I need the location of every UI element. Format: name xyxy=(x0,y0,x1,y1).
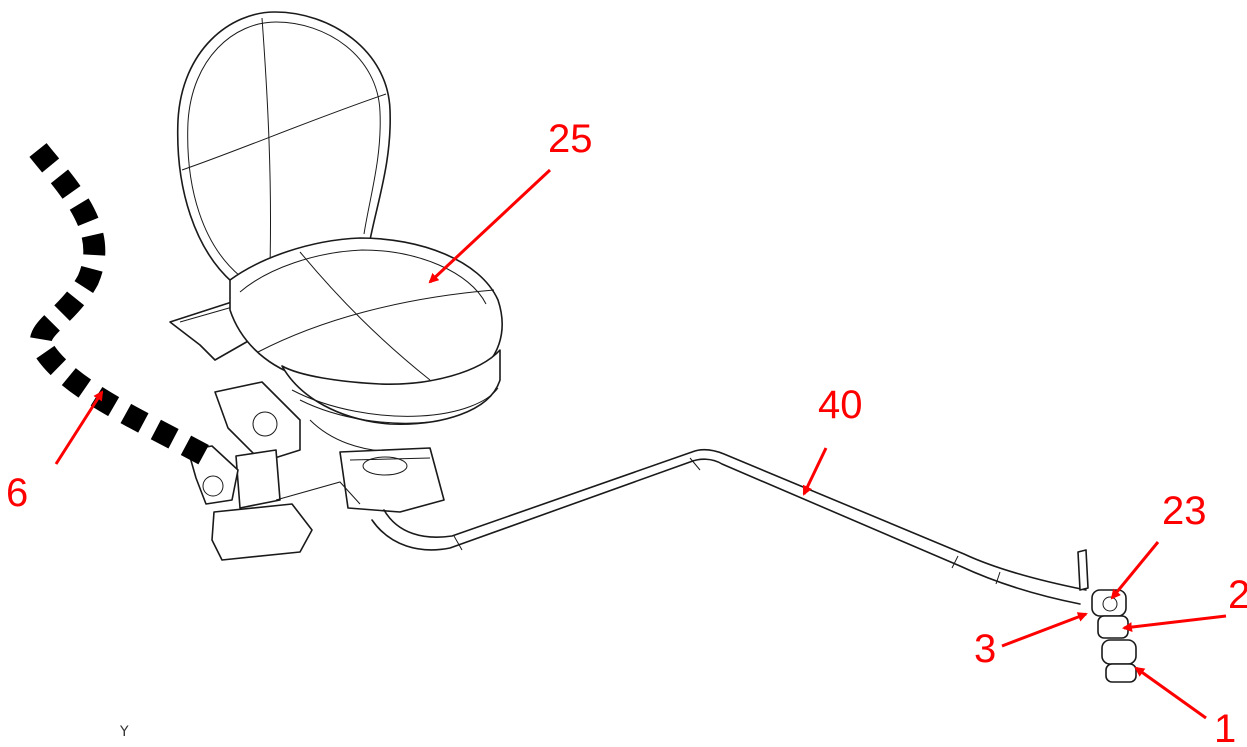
toilet-base xyxy=(339,447,445,513)
pump-housing xyxy=(214,381,301,463)
callout-arrow-3 xyxy=(1001,612,1088,648)
callout-arrow-23 xyxy=(1110,541,1160,600)
toilet-seat xyxy=(229,237,503,391)
pump-base xyxy=(211,503,313,561)
callout-label-3: 3 xyxy=(974,627,996,671)
callout-label-1: 1 xyxy=(1214,707,1236,747)
rear-bracket xyxy=(169,299,251,361)
callout-arrow-6 xyxy=(54,390,104,465)
thru-hull-fitting xyxy=(1077,549,1137,683)
pump-body xyxy=(235,449,281,509)
callout-label-6: 6 xyxy=(6,471,28,515)
discharge-hose xyxy=(371,458,1081,605)
callout-label-2: 2 xyxy=(1228,573,1247,617)
callout-arrow-40 xyxy=(802,447,828,496)
toilet-bowl xyxy=(281,349,501,425)
toilet-illustration xyxy=(169,11,1137,683)
callout-arrow-1 xyxy=(1134,666,1207,720)
callout-label-25: 25 xyxy=(548,117,593,161)
callout-arrow-25 xyxy=(428,168,552,284)
callout-label-23: 23 xyxy=(1162,489,1207,533)
axis-label-y: Y xyxy=(119,724,129,740)
callout-arrow-2 xyxy=(1122,614,1227,633)
inlet-dashed-path xyxy=(29,143,212,466)
callout-label-40: 40 xyxy=(818,383,863,427)
